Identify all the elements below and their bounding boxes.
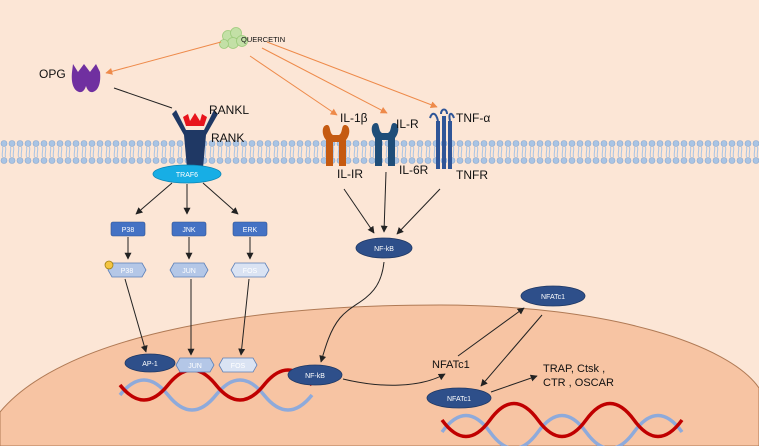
dna-right-icon	[440, 401, 684, 446]
dna-left-icon	[118, 368, 314, 412]
opg-icon	[71, 64, 101, 93]
arrow-traf6-to-p38	[135, 182, 173, 215]
rank-receptor-icon	[172, 110, 218, 168]
tnfa-label: TNF-α	[456, 111, 490, 125]
jun-phospho-node	[169, 262, 209, 278]
traf6-node	[152, 164, 222, 184]
il6r-label: IL-6R	[399, 163, 429, 177]
erk-box	[232, 221, 268, 237]
p38-phospho-node	[107, 262, 147, 278]
arrow-il1r-to-nfkb	[343, 188, 375, 234]
fos-nuclear-label: FOS	[231, 363, 246, 370]
ap1-node	[124, 353, 176, 373]
nfkb-nuclear-label: NF-kB	[305, 373, 325, 380]
p38-box	[110, 221, 146, 237]
rank-label: RANK	[211, 131, 244, 145]
ap1-label: AP-1	[142, 361, 158, 368]
arrow-quercetin-to-il1b	[249, 55, 338, 116]
rankl-label: RANKL	[209, 103, 249, 117]
arrow-il6r-to-nfkb	[380, 171, 388, 233]
nfatc1-nuclear-label: NFATc1	[432, 359, 470, 371]
arrow-tnfr-to-nfkb	[396, 188, 441, 235]
jun-phospho-label: JUN	[182, 268, 196, 275]
fos-nuclear-node	[218, 357, 258, 373]
tnfr-label: TNFR	[456, 168, 488, 182]
quercetin-icon	[219, 27, 248, 49]
traf6-label: TRAF6	[176, 172, 198, 179]
nfatc1-bound-label: NFATc1	[447, 396, 471, 403]
nucleus-shape	[0, 304, 759, 446]
tnfr-receptor-icon	[429, 108, 455, 169]
arrow-quercetin-to-tnfa	[266, 41, 438, 109]
fos-phospho-node	[230, 262, 270, 278]
fos-phospho-label: FOS	[243, 268, 258, 275]
nfatc1-bound-node	[426, 387, 492, 409]
arrow-nfkb-translocation	[319, 261, 385, 363]
jnk-label: JNK	[182, 227, 196, 234]
ilr-label: IL-R	[396, 117, 419, 131]
rankl-icon	[183, 113, 207, 126]
il6r-receptor-icon	[371, 123, 399, 166]
arrow-nfatc1-to-targets	[490, 374, 538, 393]
quercetin-label: QUERCETIN	[241, 35, 285, 44]
target-genes-line1: TRAP, Ctsk ,	[543, 363, 605, 375]
opg-label: OPG	[39, 67, 66, 81]
arrow-nfkb-to-nfatc1	[342, 373, 446, 386]
nfkb-cytoplasm-node	[355, 237, 413, 259]
arrow-nfatc1-to-cytoplasm	[457, 307, 525, 357]
il1r-receptor-icon	[322, 125, 350, 166]
erk-label: ERK	[243, 227, 258, 234]
line-opg-to-rankl	[113, 87, 173, 109]
p38-phospho-label: P38	[121, 268, 134, 275]
arrow-nfatc1-to-nucleus	[480, 314, 543, 387]
nfatc1-cytoplasm-node	[520, 285, 586, 307]
il1r-label: IL-IR	[337, 167, 363, 181]
il1b-label: IL-1β	[340, 111, 368, 125]
arrow-quercetin-to-ilr	[261, 47, 388, 114]
phosphate-icon	[104, 260, 114, 270]
nfkb-nuclear-node	[287, 364, 343, 386]
nfatc1-cytoplasm-label: NFATc1	[541, 294, 565, 301]
arrow-quercetin-to-opg	[105, 41, 222, 75]
arrow-fos-to-nuclear-fos	[238, 278, 250, 356]
nfkb-cytoplasm-label: NF-kB	[374, 246, 394, 253]
p38-label: P38	[122, 227, 135, 234]
jnk-box	[171, 221, 207, 237]
target-genes-line2: CTR , OSCAR	[543, 377, 614, 389]
jun-nuclear-label: JUN	[188, 363, 202, 370]
jun-nuclear-node	[175, 357, 215, 373]
arrow-traf6-to-erk	[202, 182, 239, 215]
arrow-p38-to-ap1	[124, 278, 148, 353]
